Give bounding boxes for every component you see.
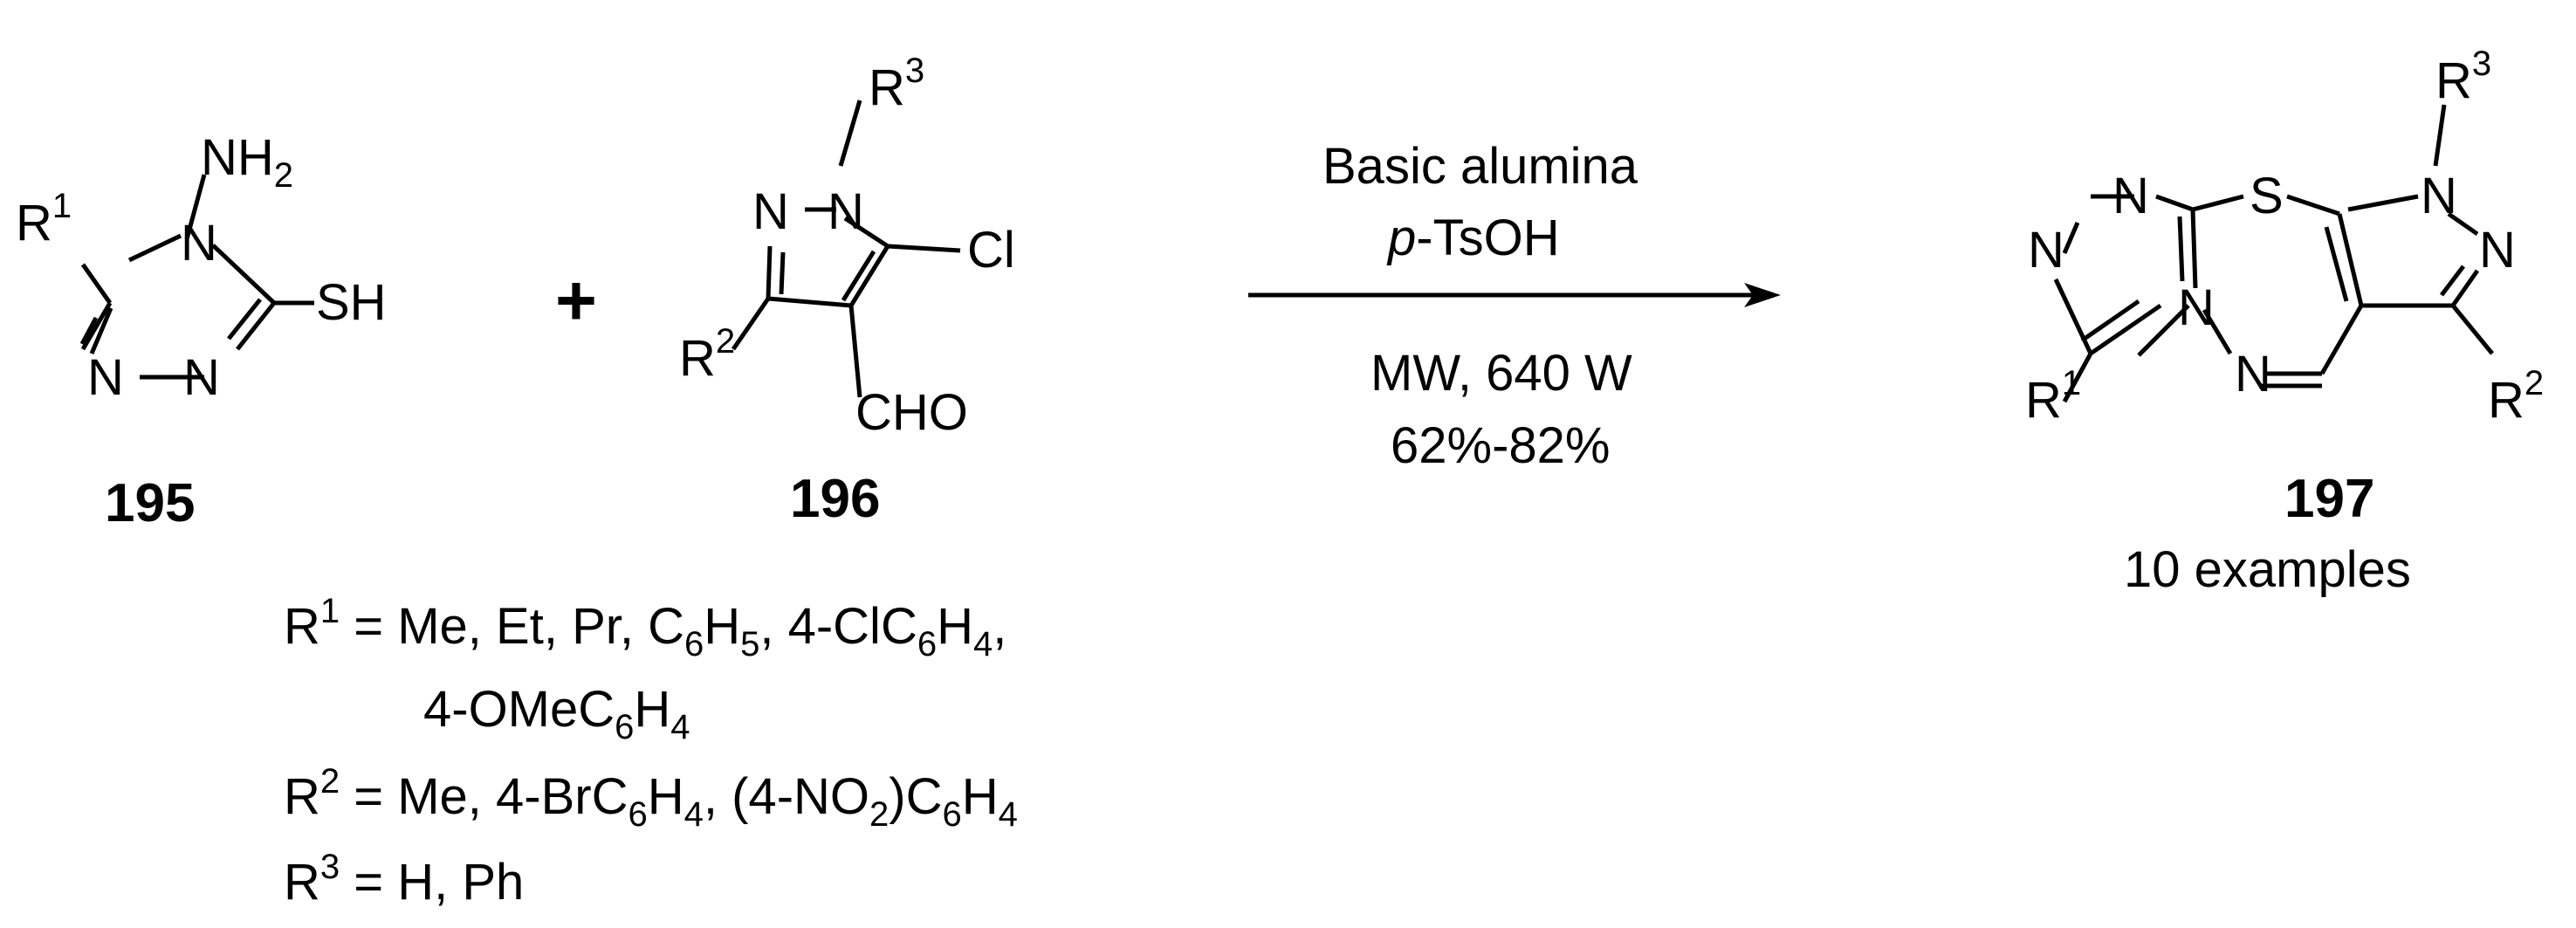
r2-definition: R2 = Me, 4-BrC6H4, (4-NO2)C6H4 (284, 762, 1018, 834)
imine-n: N (2235, 346, 2271, 402)
reaction-arrow (1248, 283, 1781, 307)
r1-label: R1 (2025, 364, 2081, 429)
n2-label: N (752, 183, 789, 240)
r3-label: R3 (2435, 45, 2491, 109)
n1-label: N (87, 349, 124, 406)
compound-196-label: 196 (790, 469, 880, 529)
compound-196-bonds (731, 100, 961, 398)
compound-197-label: 197 (2284, 469, 2374, 529)
cl-label: Cl (967, 222, 1015, 278)
n4-label: N (181, 215, 217, 272)
r2-label: R2 (2488, 364, 2544, 429)
condition-reagent-2: p-TsOH (1386, 210, 1560, 266)
condition-yield: 62%-82% (1391, 417, 1610, 474)
r1-label: R1 (16, 187, 72, 251)
sulfur-label: S (2250, 168, 2284, 224)
compound-196: R3 N N Cl R2 CHO 196 (679, 52, 1015, 529)
examples-count: 10 examples (2124, 541, 2411, 598)
r3-label: R3 (869, 52, 924, 116)
triazole-n-top: N (2112, 168, 2149, 224)
r3-definition: R3 = H, Ph (284, 848, 524, 911)
n1-label: N (828, 183, 864, 240)
condition-microwave: MW, 640 W (1370, 345, 1632, 402)
compound-195-label: 195 (105, 473, 195, 533)
sh-label: SH (316, 274, 387, 331)
pyrazole-n2: N (2479, 222, 2516, 278)
compound-197: N N N N S N N R3 R1 R2 197 10 examples (2025, 45, 2544, 598)
compound-197-bonds (2053, 104, 2494, 403)
r2-label: R2 (679, 322, 735, 387)
substituent-definitions: R1 = Me, Et, Pr, C6H5, 4-ClC6H4, 4-OMeC6… (284, 592, 1018, 911)
cho-label: CHO (855, 384, 968, 441)
r1-definition: R1 = Me, Et, Pr, C6H5, 4-ClC6H4, (284, 592, 1006, 663)
triazole-n-left: N (2028, 222, 2064, 278)
condition-reagent-1: Basic alumina (1322, 138, 1638, 195)
triazole-n-bridge: N (2178, 279, 2215, 336)
pyrazole-n1: N (2421, 168, 2457, 224)
r1-definition-continued: 4-OMeC6H4 (423, 681, 690, 746)
compound-195-bonds (79, 174, 314, 380)
plus-sign: + (555, 261, 597, 340)
compound-195: NH2 N R1 SH N N 195 (16, 129, 387, 533)
amino-nh2-label: NH2 (201, 129, 293, 195)
n2-label: N (183, 349, 220, 406)
